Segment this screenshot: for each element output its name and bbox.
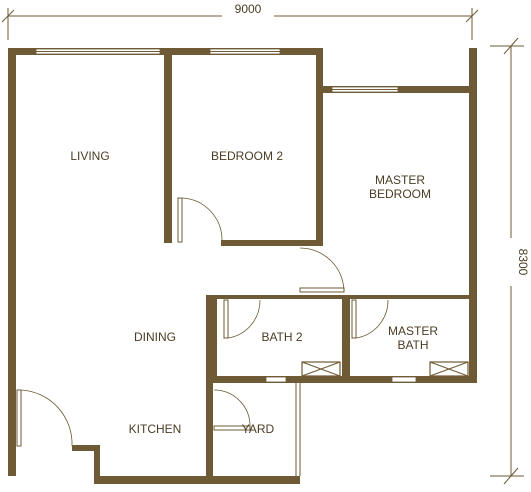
door-master-bath[interactable] (351, 299, 389, 339)
doors (16, 197, 389, 447)
dimension-tick-bottom (503, 467, 519, 485)
door-bath2[interactable] (223, 299, 261, 339)
wall-bath-top (206, 295, 477, 299)
label-yard: YARD (242, 422, 275, 436)
wall-outer-left (8, 48, 16, 476)
dimension-tick-top (503, 37, 519, 55)
wall-bottom (94, 476, 300, 484)
door-yard[interactable] (213, 389, 251, 431)
windows (35, 48, 417, 383)
wall-kitchen-yard (206, 376, 213, 484)
window-bath2 (265, 376, 287, 383)
label-dining: DINING (134, 330, 176, 344)
label-master-bath-line1: MASTER (388, 324, 438, 338)
label-master-bedroom-line1: MASTER (375, 173, 425, 187)
wall-bath-bottom (206, 376, 477, 383)
label-bath2: BATH 2 (261, 330, 302, 344)
wall-bedroom2-bottom (221, 240, 323, 246)
dimension-height-label: 8300 (516, 249, 530, 276)
walls (8, 48, 477, 484)
room-labels: LIVING BEDROOM 2 MASTER BEDROOM DINING B… (70, 149, 438, 436)
label-master-bedroom-line2: BEDROOM (369, 187, 431, 201)
wall-bath-divider (342, 295, 350, 383)
door-entrance[interactable] (16, 389, 73, 447)
wall-entrance-notch (72, 445, 100, 451)
wall-bath2-left (206, 295, 217, 383)
door-master-bedroom[interactable] (299, 247, 345, 293)
label-bedroom2: BEDROOM 2 (211, 149, 283, 163)
dimension-height: 8300 (490, 37, 530, 485)
dimension-width-label: 9000 (235, 2, 262, 16)
dimension-tick-right (465, 9, 479, 23)
label-kitchen: KITCHEN (129, 422, 182, 436)
wall-outer-right (469, 48, 477, 383)
label-living: LIVING (70, 149, 109, 163)
window-master-bath (391, 376, 417, 383)
dimension-tick-left (1, 9, 15, 23)
wall-bedroom2-right (316, 48, 323, 246)
wall-bedroom2-left (164, 48, 172, 243)
wall-entrance-side (94, 445, 100, 484)
door-bedroom2[interactable] (177, 197, 223, 243)
service-shafts (301, 361, 469, 377)
dimension-width: 9000 (1, 2, 479, 40)
label-master-bath-line2: BATH (397, 338, 428, 352)
